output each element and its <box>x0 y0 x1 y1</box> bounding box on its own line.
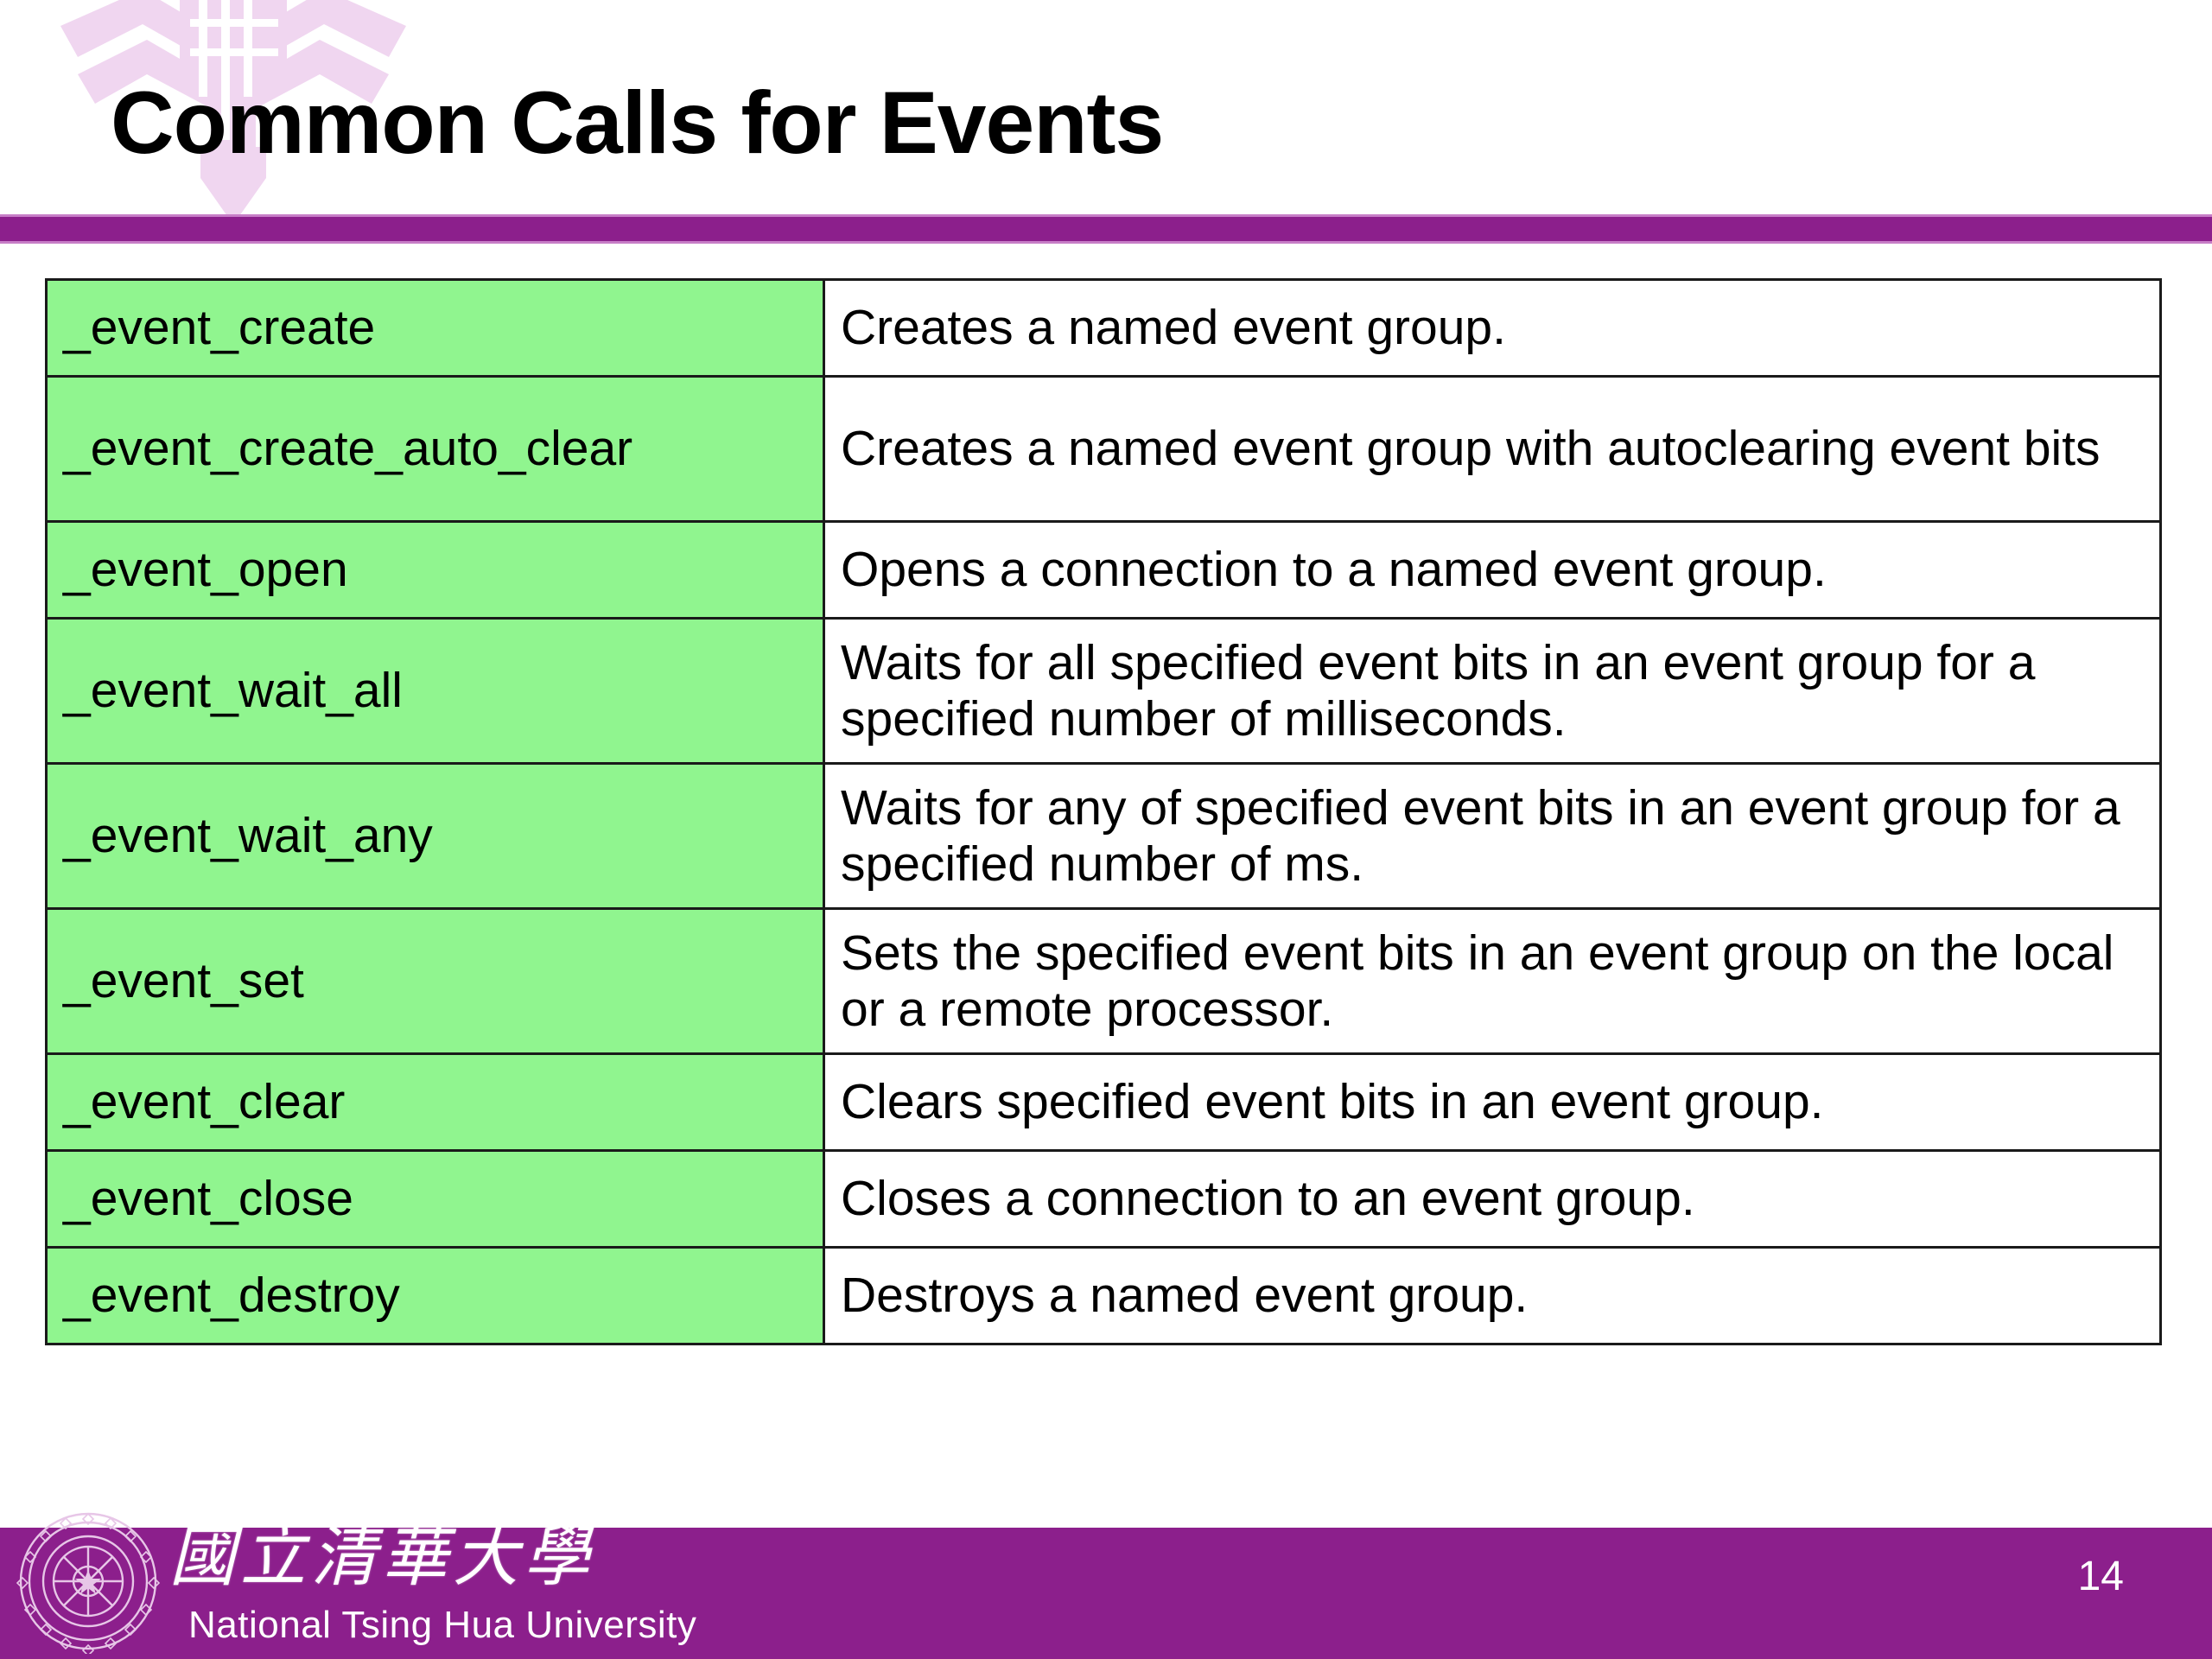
table-row: _event_wait_all Waits for all specified … <box>45 617 2162 765</box>
call-name-cell: _event_create <box>45 278 825 378</box>
table-row: _event_open Opens a connection to a name… <box>45 520 2162 620</box>
call-name-cell: _event_wait_any <box>45 762 825 910</box>
university-name-cn: 國立清華大學 <box>169 1522 594 1594</box>
page-number: 14 <box>2077 1554 2124 1599</box>
table-row: _event_create Creates a named event grou… <box>45 278 2162 378</box>
call-description-cell: Creates a named event group with autocle… <box>823 375 2162 523</box>
call-name-cell: _event_close <box>45 1149 825 1249</box>
nthu-seal-icon <box>16 1509 161 1657</box>
call-name-cell: _event_set <box>45 907 825 1055</box>
call-description-cell: Waits for any of specified event bits in… <box>823 762 2162 910</box>
page-title: Common Calls for Events <box>111 73 1164 172</box>
title-divider-bar <box>0 214 2212 244</box>
call-description-cell: Destroys a named event group. <box>823 1246 2162 1345</box>
footer: 國立清華大學 National Tsing Hua University 14 <box>0 1512 2212 1659</box>
table-body: _event_create Creates a named event grou… <box>45 278 2162 1345</box>
call-description-cell: Creates a named event group. <box>823 278 2162 378</box>
footer-band <box>0 1528 2212 1659</box>
university-name-en: National Tsing Hua University <box>188 1604 697 1646</box>
table-row: _event_create_auto_clear Creates a named… <box>45 375 2162 523</box>
call-description-cell: Opens a connection to a named event grou… <box>823 520 2162 620</box>
call-description-cell: Waits for all specified event bits in an… <box>823 617 2162 765</box>
table-row: _event_clear Clears specified event bits… <box>45 1052 2162 1152</box>
table-row: _event_wait_any Waits for any of specifi… <box>45 762 2162 910</box>
table-row: _event_close Closes a connection to an e… <box>45 1149 2162 1249</box>
common-calls-table: _event_create Creates a named event grou… <box>45 278 2162 1345</box>
table-row: _event_destroy Destroys a named event gr… <box>45 1246 2162 1345</box>
call-description-cell: Sets the specified event bits in an even… <box>823 907 2162 1055</box>
call-name-cell: _event_wait_all <box>45 617 825 765</box>
call-description-cell: Clears specified event bits in an event … <box>823 1052 2162 1152</box>
call-name-cell: _event_clear <box>45 1052 825 1152</box>
common-calls-table-container: _event_create Creates a named event grou… <box>45 278 2162 1345</box>
call-name-cell: _event_create_auto_clear <box>45 375 825 523</box>
call-description-cell: Closes a connection to an event group. <box>823 1149 2162 1249</box>
table-row: _event_set Sets the specified event bits… <box>45 907 2162 1055</box>
call-name-cell: _event_open <box>45 520 825 620</box>
call-name-cell: _event_destroy <box>45 1246 825 1345</box>
